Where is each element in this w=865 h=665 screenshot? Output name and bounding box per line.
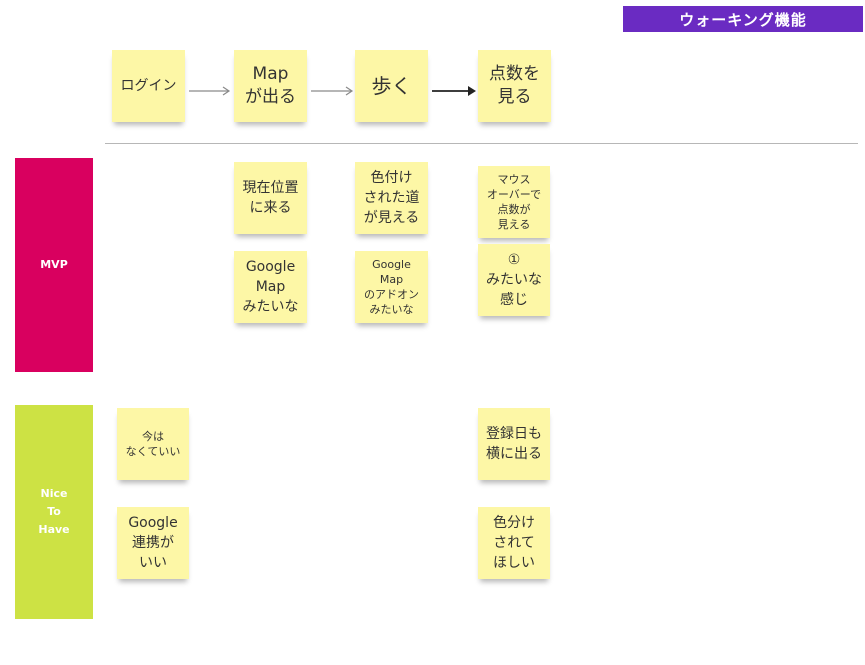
sticky-note-google-link[interactable]: Google 連携が いい bbox=[117, 507, 189, 579]
header-divider bbox=[105, 143, 858, 144]
arrow-login-to-map bbox=[189, 86, 231, 96]
sticky-note-walk[interactable]: 歩く bbox=[355, 50, 428, 122]
sticky-note-color-coded[interactable]: 色分け されて ほしい bbox=[478, 507, 550, 579]
sticky-note-see-score[interactable]: 点数を 見る bbox=[478, 50, 551, 122]
sticky-note-login[interactable]: ログイン bbox=[112, 50, 185, 122]
arrow-walk-to-score bbox=[432, 86, 476, 96]
page-title: ウォーキング機能 bbox=[623, 6, 863, 32]
arrow-map-to-walk bbox=[311, 86, 354, 96]
sticky-note-map-appears[interactable]: Map が出る bbox=[234, 50, 307, 122]
sticky-note-current-location[interactable]: 現在位置 に来る bbox=[234, 162, 307, 234]
lane-nice-to-have: Nice To Have bbox=[15, 405, 93, 619]
sticky-note-registration-date[interactable]: 登録日も 横に出る bbox=[478, 408, 550, 480]
sticky-note-colored-road[interactable]: 色付け された道 が見える bbox=[355, 162, 428, 234]
sticky-note-google-map-like[interactable]: Google Map みたいな bbox=[234, 251, 307, 323]
lane-mvp: MVP bbox=[15, 158, 93, 372]
sticky-note-not-now[interactable]: 今は なくていい bbox=[117, 408, 189, 480]
sticky-note-mouseover-score[interactable]: マウス オーバーで 点数が 見える bbox=[478, 166, 550, 238]
sticky-note-google-map-addon[interactable]: Google Map のアドオン みたいな bbox=[355, 251, 428, 323]
sticky-note-like-1[interactable]: ① みたいな 感じ bbox=[478, 244, 550, 316]
